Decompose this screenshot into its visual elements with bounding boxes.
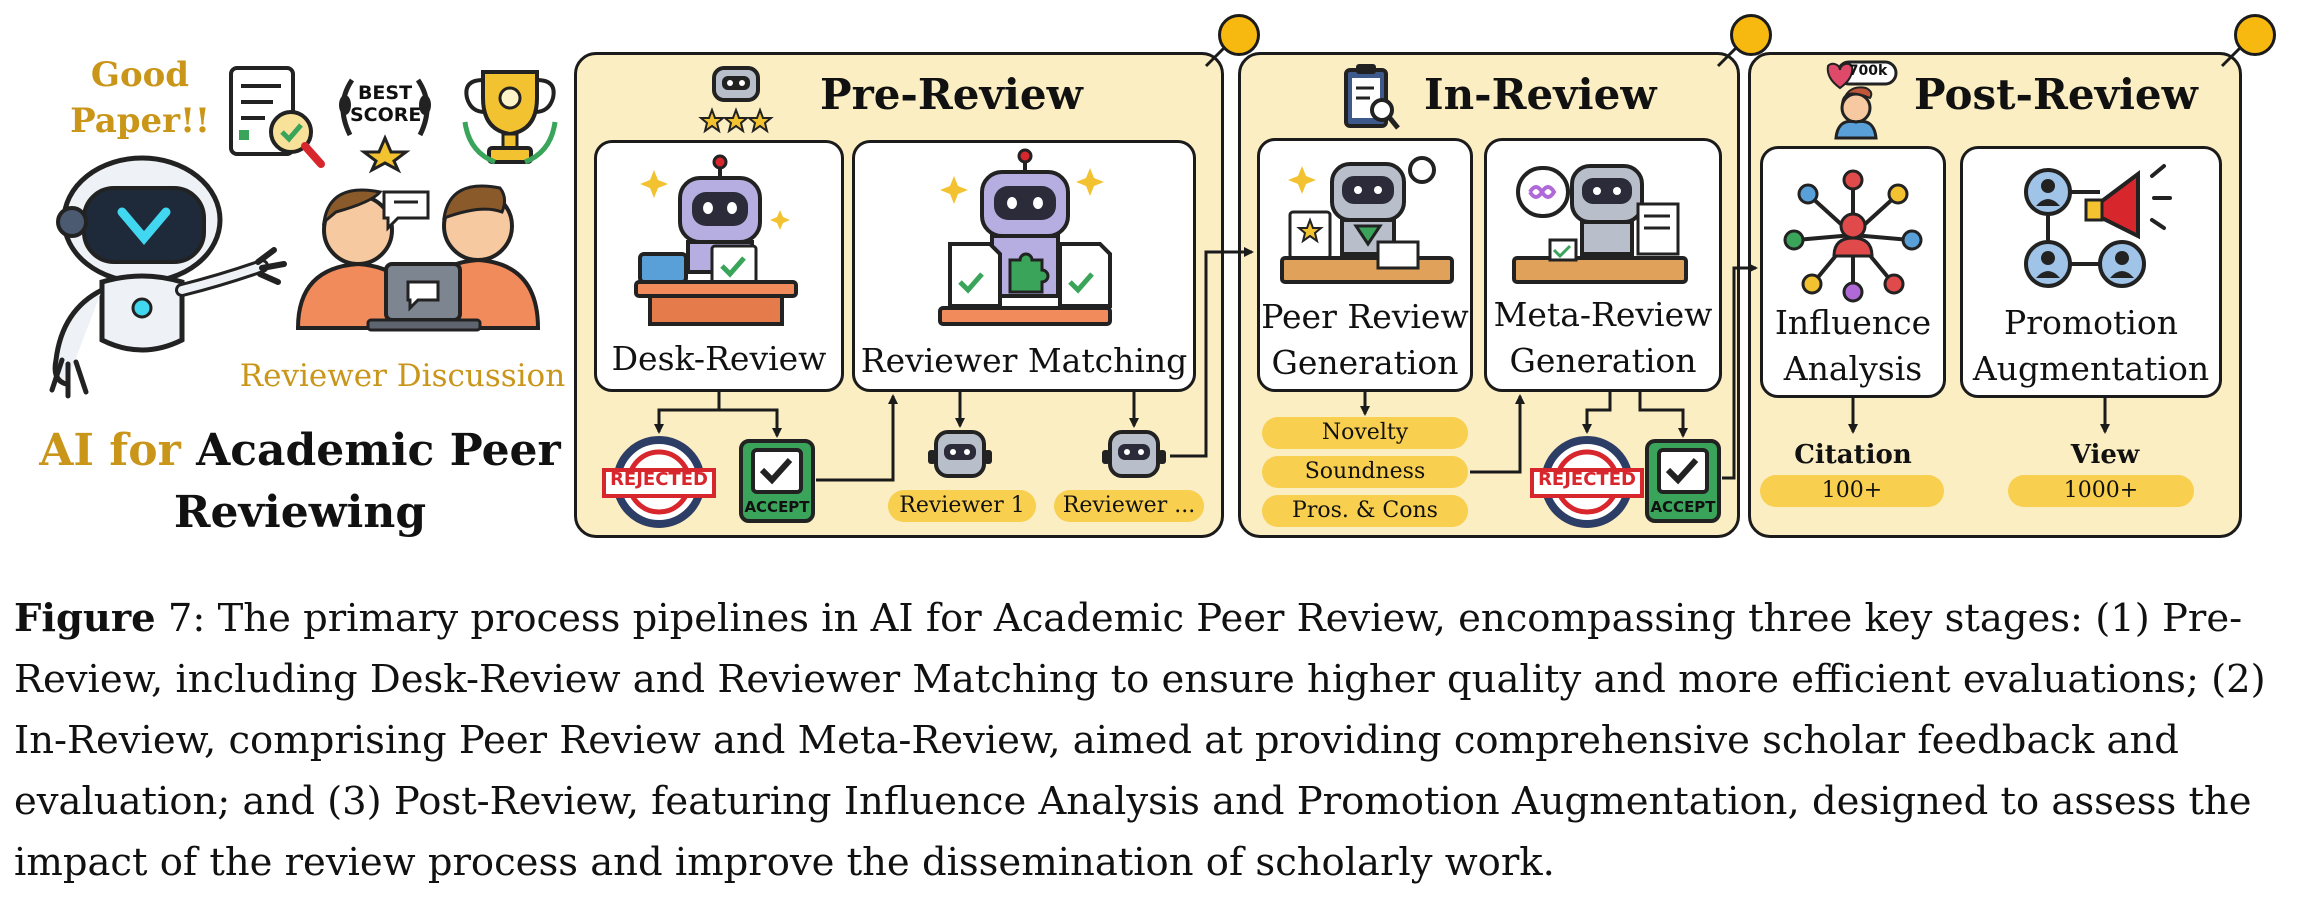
figure-caption: Figure 7: The primary process pipelines …: [14, 588, 2304, 893]
post-review-title: Post-Review: [1914, 70, 2198, 119]
figure-number: 7: [167, 596, 193, 641]
in-review-title: In-Review: [1424, 70, 1657, 119]
citation-label: Citation: [1794, 440, 1912, 470]
influence-line1: Influence: [1774, 303, 1932, 342]
reviewers-discussion-icon: [295, 184, 541, 332]
influence-line2: Analysis: [1783, 349, 1923, 388]
in-review-pin-icon: [1730, 14, 1772, 56]
peer-review-line2: Generation: [1271, 343, 1459, 382]
meta-review-line1: Meta-Review: [1493, 295, 1713, 334]
accept-stamp-icon: [739, 439, 815, 523]
pre-review-title: Pre-Review: [820, 70, 1083, 119]
pre-review-pin-icon: [1218, 14, 1260, 56]
network-influence-icon: [1783, 169, 1923, 303]
best-score-badge-icon: [339, 78, 431, 174]
desk-robot-icon: [634, 154, 798, 326]
meta-review-label: Meta-Review Generation: [1484, 292, 1722, 384]
trophy-icon: [462, 70, 558, 165]
best-score-text: BEST SCORE: [350, 82, 422, 126]
promotion-augmentation-label: Promotion Augmentation: [1960, 300, 2222, 392]
accept-stamp-text: ACCEPT: [744, 498, 810, 516]
main-title: AI for Academic Peer Reviewing: [20, 420, 580, 544]
peer-review-line1: Peer Review: [1261, 297, 1469, 336]
main-title-rest: Academic Peer: [196, 425, 561, 476]
main-title-line2: Reviewing: [173, 487, 427, 538]
post-review-pin-icon: [2234, 14, 2276, 56]
reviewer-discussion-label: Reviewer Discussion: [239, 358, 566, 394]
in-review-rejected-stamp-icon: [1530, 436, 1644, 528]
desk-review-label: Desk-Review: [611, 339, 827, 378]
in-review-accept-stamp-text: ACCEPT: [1650, 498, 1716, 516]
view-label: View: [2070, 440, 2140, 470]
promotion-line1: Promotion: [2004, 303, 2178, 342]
influence-analysis-label: Influence Analysis: [1760, 300, 1946, 392]
matching-robot-icon: [938, 148, 1112, 326]
influencer-like-icon: [1826, 60, 1898, 140]
checklist-document-icon: [229, 66, 325, 168]
good-paper-text: Good Paper!!: [70, 55, 210, 141]
view-value-pill: 1000+: [2008, 475, 2194, 507]
robot-stars-icon: [698, 66, 774, 134]
meta-review-robot-icon: [1512, 164, 1688, 284]
criteria-novelty-pill: Novelty: [1262, 417, 1468, 449]
peer-review-label: Peer Review Generation: [1257, 294, 1473, 386]
meta-review-line2: Generation: [1509, 341, 1697, 380]
main-title-highlight: AI for: [39, 425, 181, 476]
reviewer-1-robot-icon: [928, 430, 992, 478]
promotion-line2: Augmentation: [1972, 349, 2210, 388]
clipboard-search-icon: [1344, 64, 1400, 130]
reviewer-1-pill: Reviewer 1: [888, 490, 1036, 522]
reviewer-n-robot-icon: [1102, 430, 1166, 478]
in-review-accept-stamp-icon: [1645, 439, 1721, 523]
ai-robot-icon: [49, 155, 287, 399]
rejected-stamp-icon: [602, 436, 716, 528]
reviewer-matching-label: Reviewer Matching: [860, 341, 1188, 380]
promotion-megaphone-icon: [2024, 164, 2172, 288]
rejected-stamp-text: REJECTED: [610, 469, 708, 490]
caption-text: : The primary process pipelines in AI fo…: [14, 596, 2266, 885]
left-illustration: Good Paper!! BEST SCORE: [0, 0, 580, 560]
like-count-text: 700k: [1848, 63, 1888, 79]
promotion-augmentation-box: [1960, 146, 2222, 398]
in-review-rejected-stamp-text: REJECTED: [1538, 469, 1636, 490]
flow-arrows: [654, 247, 2110, 482]
criteria-soundness-pill: Soundness: [1262, 456, 1468, 488]
peer-review-robot-icon: [1280, 156, 1454, 284]
figure-label: Figure: [14, 596, 156, 641]
citation-value-pill: 100+: [1760, 475, 1944, 507]
criteria-pros-cons-pill: Pros. & Cons: [1262, 495, 1468, 527]
reviewer-n-pill: Reviewer ...: [1054, 490, 1204, 522]
